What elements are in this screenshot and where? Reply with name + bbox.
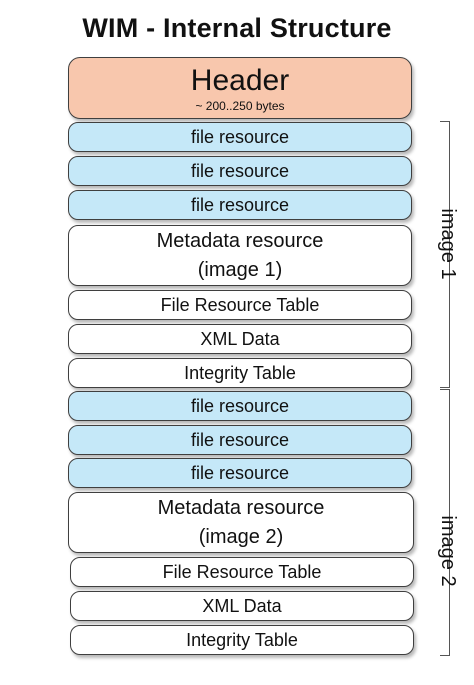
metadata-resource-label: Metadata resource	[156, 229, 324, 252]
file-resource-block: file resource	[68, 122, 412, 152]
file-resource-table-label: File Resource Table	[160, 295, 320, 315]
image-2-label: image 2	[437, 515, 459, 587]
file-resource-block: file resource	[68, 425, 412, 455]
metadata-resource-block: Metadata resource (image 1)	[68, 225, 412, 286]
file-resource-label: file resource	[190, 463, 290, 483]
file-resource-label: file resource	[190, 195, 290, 215]
metadata-resource-label: Metadata resource	[157, 496, 325, 519]
metadata-image-label: (image 1)	[197, 258, 283, 281]
file-resource-label: file resource	[190, 396, 290, 416]
integrity-table-block: Integrity Table	[68, 358, 412, 388]
integrity-table-label: Integrity Table	[186, 630, 298, 650]
xml-data-label: XML Data	[200, 329, 280, 349]
file-resource-label: file resource	[190, 430, 290, 450]
metadata-image-label: (image 2)	[198, 525, 284, 548]
metadata-resource-block: Metadata resource (image 2)	[68, 492, 414, 553]
integrity-table-block: Integrity Table	[70, 625, 414, 655]
image-2-brace	[440, 389, 450, 656]
file-resource-block: file resource	[68, 458, 412, 488]
header-block: Header ~ 200..250 bytes	[68, 57, 412, 119]
file-resource-table-block: File Resource Table	[70, 557, 414, 587]
diagram-title: WIM - Internal Structure	[82, 13, 392, 43]
image-1-label: image 1	[437, 208, 459, 280]
header-label: Header	[190, 63, 290, 97]
file-resource-label: file resource	[190, 161, 290, 181]
image-1-brace	[440, 121, 450, 388]
file-resource-block: file resource	[68, 156, 412, 186]
xml-data-block: XML Data	[70, 591, 414, 621]
file-resource-table-block: File Resource Table	[68, 290, 412, 320]
file-resource-table-label: File Resource Table	[162, 562, 322, 582]
xml-data-label: XML Data	[202, 596, 282, 616]
file-resource-block: file resource	[68, 190, 412, 220]
file-resource-block: file resource	[68, 391, 412, 421]
integrity-table-label: Integrity Table	[184, 363, 296, 383]
file-resource-label: file resource	[190, 127, 290, 147]
header-size-note: ~ 200..250 bytes	[195, 98, 285, 113]
xml-data-block: XML Data	[68, 324, 412, 354]
